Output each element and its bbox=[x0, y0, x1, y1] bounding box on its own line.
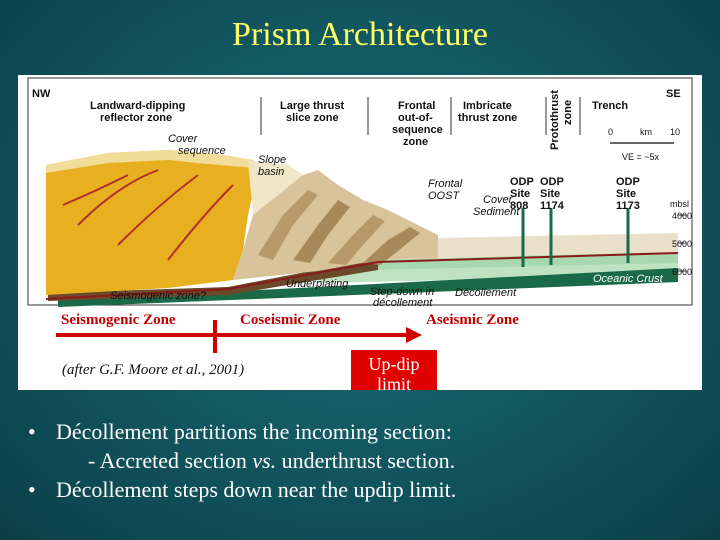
header-imbricate-line1: Imbricate bbox=[463, 100, 512, 112]
bullet-dot-icon: • bbox=[28, 477, 36, 502]
slope-basin-layer bbox=[248, 161, 303, 215]
trench-sediment-layer bbox=[438, 233, 678, 258]
thrust-band bbox=[363, 227, 420, 265]
header-frontal-line2: out-of- bbox=[398, 112, 433, 124]
citation: (after G.F. Moore et al., 2001) bbox=[62, 362, 245, 378]
label-step-down-2: décollement bbox=[373, 297, 433, 309]
figure-frame bbox=[27, 77, 693, 306]
bullet-sub-post: underthrust section. bbox=[276, 448, 456, 473]
updip-limit-box: Up-dip limit bbox=[351, 350, 437, 390]
label-seismogenic-question: Seismogenic zone? bbox=[110, 290, 207, 302]
slide-title: Prism Architecture bbox=[232, 16, 488, 53]
thrust-band bbox=[293, 200, 350, 263]
header-frontal-line3: sequence bbox=[392, 124, 443, 136]
seismogenic-zone-label: Seismogenic Zone bbox=[61, 312, 176, 328]
header-trench: Trench bbox=[592, 100, 628, 112]
site-1174-l3: 1174 bbox=[540, 200, 565, 212]
updip-line1: Up-dip bbox=[368, 354, 420, 374]
label-step-down-1: Step-down in bbox=[370, 286, 434, 298]
oceanic-crust-layer bbox=[58, 268, 678, 307]
scale-zero: 0 bbox=[608, 127, 613, 137]
header-frontal-line4: zone bbox=[403, 136, 428, 148]
bullet-sub-item: - Accreted section vs. underthrust secti… bbox=[28, 446, 708, 475]
underplating-layer bbox=[48, 258, 378, 301]
site-1173-l1: ODP bbox=[616, 176, 640, 188]
label-underplating: Underplating bbox=[286, 278, 349, 290]
header-protothrust-line1: Protothrust bbox=[549, 90, 561, 150]
bullet-text-1: Décollement partitions the incoming sect… bbox=[56, 419, 452, 444]
thrust-band bbox=[258, 190, 318, 260]
label-cover-sequence-2: sequence bbox=[178, 145, 226, 157]
header-frontal-line1: Frontal bbox=[398, 100, 435, 112]
scale-unit: km bbox=[640, 127, 652, 137]
fault-line bbox=[62, 174, 129, 206]
direction-nw: NW bbox=[32, 88, 51, 100]
label-cover-sediment-2: Sediment bbox=[473, 206, 520, 218]
aseismic-zone-label: Aseismic Zone bbox=[426, 312, 519, 328]
label-frontal-oost-1: Frontal bbox=[428, 178, 463, 190]
header-imbricate-line2: thrust zone bbox=[458, 112, 517, 124]
label-decollement: Décollement bbox=[455, 287, 517, 299]
site-808-l3: 808 bbox=[510, 200, 528, 212]
bullet-dot-icon: • bbox=[28, 419, 36, 444]
updip-line2: limit bbox=[376, 374, 411, 390]
site-808-l1: ODP bbox=[510, 176, 534, 188]
landward-prism bbox=[46, 150, 258, 295]
depth-5000: 5000 bbox=[672, 239, 692, 249]
underthrust-layer bbox=[318, 263, 678, 283]
fault-line bbox=[167, 184, 234, 261]
coseismic-zone-label: Coseismic Zone bbox=[240, 312, 341, 328]
bullet-list: • Décollement partitions the incoming se… bbox=[28, 417, 708, 504]
bullet-text-2: Décollement steps down near the updip li… bbox=[56, 477, 457, 502]
site-1173-l2: Site bbox=[616, 188, 636, 200]
fault-line bbox=[77, 169, 159, 226]
scale-ve: VE = ~5x bbox=[622, 152, 660, 162]
depth-unit: mbsl bbox=[670, 199, 689, 209]
cross-section-figure: NW SE Landward-dipping reflector zone La… bbox=[18, 75, 702, 390]
label-cover-sediment-1: Cover bbox=[483, 194, 514, 206]
header-large-thrust-line2: slice zone bbox=[286, 112, 339, 124]
bullet-sub-vs: vs. bbox=[252, 448, 277, 473]
site-808-l2: Site bbox=[510, 188, 530, 200]
scale-ten: 10 bbox=[670, 127, 680, 137]
depth-4000: 4000 bbox=[672, 211, 692, 221]
zone-arrow-head bbox=[406, 327, 422, 343]
label-slope-basin-2: basin bbox=[258, 166, 284, 178]
site-1174-l2: Site bbox=[540, 188, 560, 200]
header-landward-line1: Landward-dipping bbox=[90, 100, 185, 112]
bullet-sub-pre: - Accreted section bbox=[88, 448, 253, 473]
header-protothrust-line2: zone bbox=[562, 100, 574, 125]
label-oceanic-crust: Oceanic Crust bbox=[593, 273, 664, 285]
decollement-line bbox=[45, 252, 679, 300]
label-frontal-oost-2: OOST bbox=[428, 190, 460, 202]
site-1173-l3: 1173 bbox=[616, 200, 640, 212]
label-cover-sequence-1: Cover bbox=[168, 133, 199, 145]
depth-6000: 6000 bbox=[672, 267, 692, 277]
thrust-band bbox=[328, 215, 385, 265]
bullet-item: • Décollement partitions the incoming se… bbox=[28, 417, 708, 446]
cover-sequence-layer bbox=[46, 150, 256, 173]
fault-line bbox=[117, 174, 199, 246]
bullet-item: • Décollement steps down near the updip … bbox=[28, 475, 708, 504]
site-1174-l1: ODP bbox=[540, 176, 564, 188]
header-large-thrust-line1: Large thrust bbox=[280, 100, 345, 112]
direction-se: SE bbox=[666, 88, 681, 100]
label-slope-basin-1: Slope bbox=[258, 154, 286, 166]
cross-section-diagram: NW SE Landward-dipping reflector zone La… bbox=[27, 77, 693, 353]
header-landward-line2: reflector zone bbox=[100, 112, 172, 124]
